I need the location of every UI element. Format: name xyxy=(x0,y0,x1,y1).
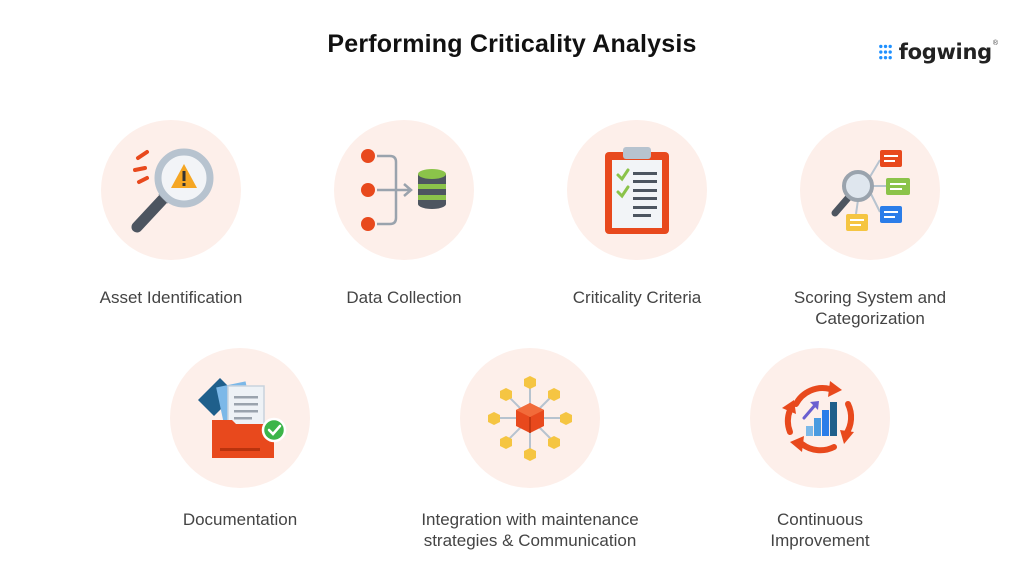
magnifier-warning-icon xyxy=(131,148,214,233)
step-icon-circle xyxy=(170,348,310,488)
step-icon-circle xyxy=(567,120,707,260)
step-icon-circle xyxy=(334,120,474,260)
step-label: Asset Identification xyxy=(99,288,243,307)
page-title: Performing Criticality Analysis xyxy=(327,30,697,58)
network-cube-icon xyxy=(488,376,572,461)
step-label-line: strategies & Communication xyxy=(423,531,637,550)
clipboard-checklist-icon xyxy=(605,147,669,234)
step-label: Scoring System and Categorization xyxy=(730,287,1010,329)
step-icon-circle xyxy=(750,348,890,488)
step-label-line: Categorization xyxy=(815,309,925,328)
step-label-line: Scoring System and xyxy=(793,288,947,307)
step-label-line: Improvement xyxy=(770,531,870,550)
logo-registered-mark: ® xyxy=(992,39,998,47)
logo-text: fogwing xyxy=(898,40,992,64)
fogwing-logo: fogwing ® xyxy=(878,38,998,66)
step-label-line: Integration with maintenance xyxy=(421,510,639,529)
step-label: Integration with maintenance strategies … xyxy=(390,509,670,551)
folder-documents-icon xyxy=(198,378,287,458)
step-label: Criticality Criteria xyxy=(572,288,702,307)
logo-dots-icon xyxy=(879,44,892,60)
step-label: Documentation xyxy=(182,510,298,529)
step-icon-circle xyxy=(460,348,600,488)
step-label-line: Continuous xyxy=(776,510,863,529)
magnifier-categories-icon xyxy=(831,150,910,231)
step-label: Data Collection xyxy=(346,288,462,307)
step-icon-circle xyxy=(800,120,940,260)
cycle-growth-icon xyxy=(782,381,855,454)
step-icon-circle xyxy=(101,120,241,260)
data-flow-database-icon xyxy=(361,149,446,231)
step-label: Continuous Improvement xyxy=(680,509,960,551)
